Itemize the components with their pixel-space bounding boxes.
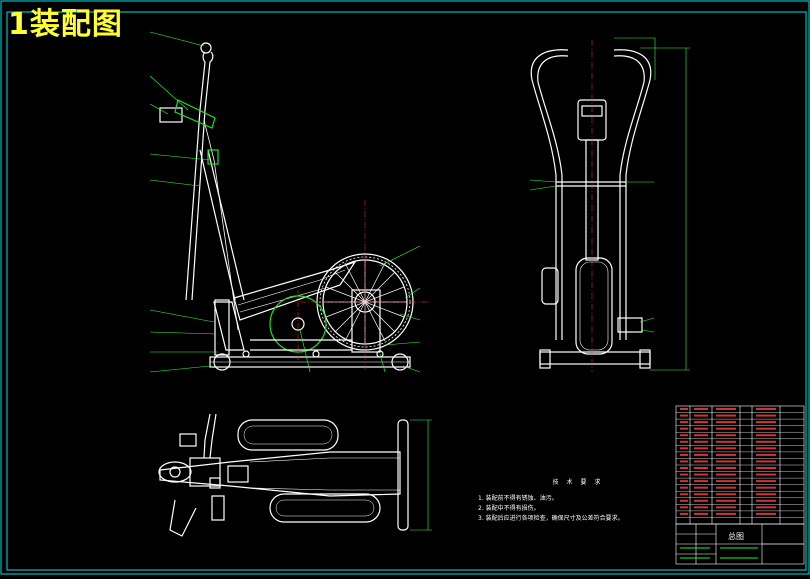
bom-cell-mark — [694, 467, 708, 469]
bom-cell-mark — [694, 512, 708, 515]
end-view — [530, 49, 652, 369]
bom-cell-mark — [716, 467, 736, 469]
bom-cell-mark — [756, 480, 776, 483]
bom-cell-mark — [680, 414, 688, 417]
bom-cell-mark — [694, 506, 708, 509]
tech-requirement-3: 3. 装配后应进行各项检查，确保尺寸及公差符合要求。 — [478, 515, 624, 522]
side-view-centerlines — [297, 200, 430, 370]
bom-cell-mark — [716, 512, 736, 515]
bom-cell-mark — [716, 486, 736, 489]
bom-cell-mark — [756, 473, 776, 476]
bom-cell-mark — [716, 493, 736, 496]
bom-cell-mark — [680, 480, 688, 483]
end-view-dims — [529, 37, 690, 371]
bom-cell-mark — [680, 427, 688, 430]
bom-cell-mark — [756, 486, 776, 489]
bom-cell-mark — [694, 499, 708, 502]
bom-cell-mark — [694, 486, 708, 489]
bom-cell-mark — [694, 480, 708, 483]
bom-cell-mark — [716, 473, 736, 476]
bom-cell-mark — [756, 440, 776, 443]
bom-cell-mark — [716, 434, 736, 437]
bom-cell-mark — [680, 493, 688, 496]
bom-cell-mark — [694, 434, 708, 437]
drawing-title: 1装配图 — [8, 7, 123, 42]
title-block-bars — [680, 547, 758, 559]
tech-requirements-heading: 技 术 要 求 — [552, 479, 604, 486]
bom-cell-mark — [756, 460, 776, 463]
bom-cell-mark — [716, 414, 736, 417]
bom-cell-mark — [716, 480, 736, 483]
bom-cell-mark — [694, 414, 708, 417]
bom-cell-mark — [680, 408, 688, 410]
bom-cell-mark — [694, 447, 708, 450]
tech-requirement-2: 2. 装配中不得有损伤。 — [478, 505, 540, 512]
bom-cell-mark — [756, 453, 776, 456]
bom-cell-mark — [680, 453, 688, 456]
bom-cell-mark — [694, 453, 708, 456]
bom-cell-mark — [694, 493, 708, 496]
bom-cell-mark — [756, 434, 776, 437]
bom-cell-mark — [756, 506, 776, 509]
bom-cell-mark — [756, 414, 776, 417]
bom-cell-mark — [756, 499, 776, 502]
bom-cell-mark — [680, 447, 688, 450]
bom-cell-mark — [756, 493, 776, 496]
bom-cell-mark — [716, 421, 736, 424]
side-view — [159, 42, 414, 371]
bom-cell-mark — [694, 440, 708, 443]
bom-cell-mark — [716, 499, 736, 502]
bom-cell-mark — [716, 447, 736, 450]
bom-cell-mark — [680, 486, 688, 489]
bom-cell-mark — [680, 421, 688, 424]
bom-cell-mark — [716, 460, 736, 463]
bom-cell-mark — [716, 408, 736, 410]
bom-cell-mark — [680, 467, 688, 469]
inner-frame — [6, 11, 807, 571]
bom-cell-mark — [756, 421, 776, 424]
side-view-leaders — [149, 31, 421, 373]
bom-cell-mark — [680, 473, 688, 476]
technical-requirements: 技 术 要 求 1. 装配前不得有锈蚀、油污。 2. 装配中不得有损伤。 3. … — [478, 478, 678, 524]
bom-rows — [676, 408, 804, 518]
bom-cell-mark — [694, 460, 708, 463]
bom-cell-mark — [680, 440, 688, 443]
bom-cell-mark — [694, 421, 708, 424]
bom-cell-mark — [716, 427, 736, 430]
bom-cell-mark — [756, 408, 776, 410]
tech-requirement-1: 1. 装配前不得有锈蚀、油污。 — [478, 495, 558, 502]
bom-cell-mark — [716, 453, 736, 456]
bom-cell-mark — [680, 512, 688, 515]
bom-cell-mark — [756, 467, 776, 469]
bom-cell-mark — [680, 434, 688, 437]
bom-cell-mark — [716, 440, 736, 443]
bom-cell-mark — [680, 460, 688, 463]
top-view-dims — [410, 419, 432, 531]
bom-cell-mark — [756, 447, 776, 450]
bom-cell-mark — [756, 512, 776, 515]
bom-cell-mark — [756, 427, 776, 430]
bom-cell-mark — [680, 506, 688, 509]
top-view — [158, 413, 409, 537]
title-block-drawing-name: 总图 — [728, 532, 744, 541]
bom-cell-mark — [680, 499, 688, 502]
bom-cell-mark — [694, 427, 708, 430]
bom-cell-mark — [694, 473, 708, 476]
bom-cell-mark — [694, 408, 708, 410]
bom-cell-mark — [716, 506, 736, 509]
